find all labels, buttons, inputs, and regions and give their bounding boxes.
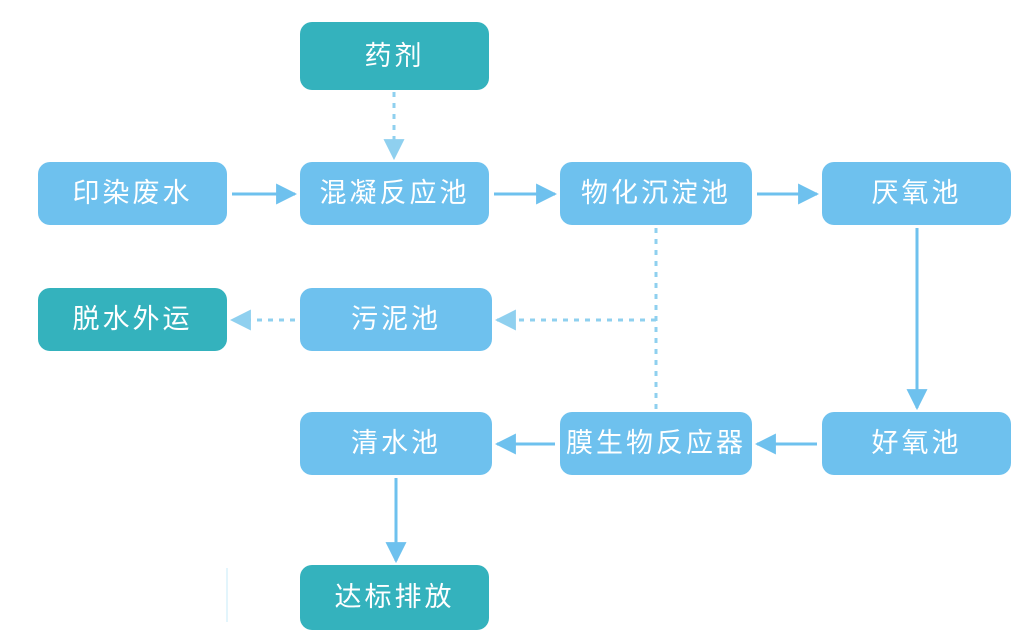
node-wastewater-label: 印染废水 [72, 178, 193, 208]
node-anaerobic[interactable]: 厌氧池 [822, 162, 1011, 225]
node-mbr-label: 膜生物反应器 [566, 428, 746, 458]
node-clearwater-label: 清水池 [351, 428, 441, 458]
node-mbr[interactable]: 膜生物反应器 [560, 412, 752, 475]
node-settling[interactable]: 物化沉淀池 [560, 162, 752, 225]
node-anaerobic-label: 厌氧池 [871, 178, 962, 208]
node-sludge[interactable]: 污泥池 [300, 288, 492, 351]
node-clearwater[interactable]: 清水池 [300, 412, 492, 475]
node-dewater-label: 脱水外运 [72, 304, 193, 334]
node-reagent-label: 药剂 [364, 40, 425, 71]
node-discharge[interactable]: 达标排放 [300, 565, 489, 630]
node-coagulation[interactable]: 混凝反应池 [300, 162, 489, 225]
node-wastewater[interactable]: 印染废水 [38, 162, 227, 225]
node-dewater[interactable]: 脱水外运 [38, 288, 227, 351]
node-aerobic[interactable]: 好氧池 [822, 412, 1011, 475]
node-settling-label: 物化沉淀池 [581, 178, 731, 208]
node-coagulation-label: 混凝反应池 [319, 178, 470, 208]
node-aerobic-label: 好氧池 [871, 428, 962, 458]
node-sludge-label: 污泥池 [351, 304, 441, 334]
node-discharge-label: 达标排放 [334, 582, 455, 612]
node-reagent[interactable]: 药剂 [300, 22, 489, 90]
